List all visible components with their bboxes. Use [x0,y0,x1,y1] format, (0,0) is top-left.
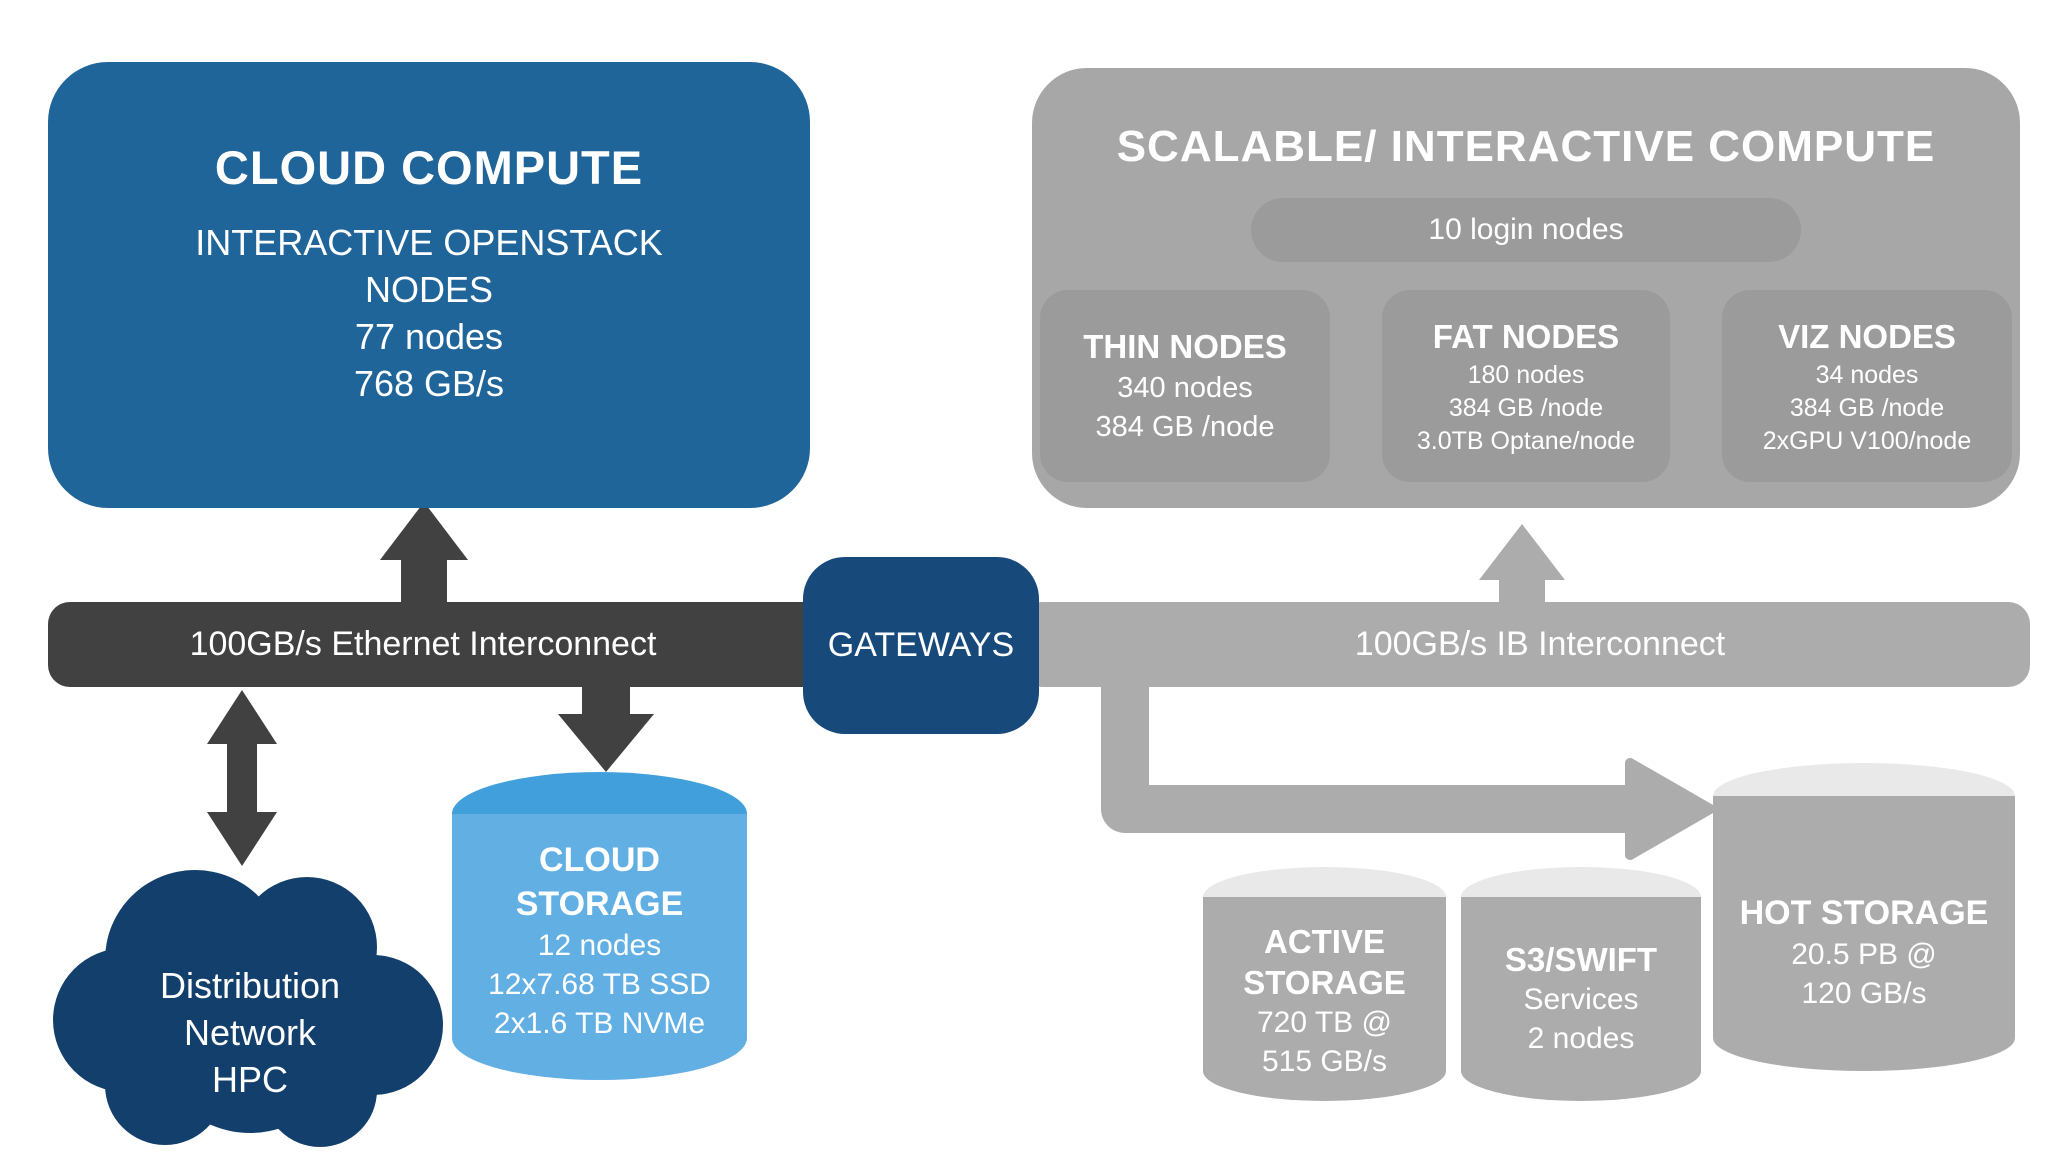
cloud-storage-text: CLOUD STORAGE 12 nodes 12x7.68 TB SSD 2x… [452,838,747,1043]
login-nodes-pill: 10 login nodes [1251,198,1801,262]
s3-swift-title: S3/SWIFT [1504,941,1658,978]
hot-storage-text: HOT STORAGE 20.5 PB @ 120 GB/s [1713,891,2015,1013]
arrow-down-cloud-storage [558,686,654,772]
thin-nodes-count: 340 nodes [1117,372,1253,404]
active-storage-title-2: STORAGE [1243,964,1406,1001]
s3-swift-services: Services [1523,983,1639,1016]
active-storage-bandwidth: 515 GB/s [1261,1045,1388,1078]
viz-nodes-gpu: 2xGPU V100/node [1762,426,1972,455]
fat-nodes-count: 180 nodes [1467,360,1585,389]
cloud-storage-title-1: CLOUD [539,841,660,879]
s3-swift-nodes: 2 nodes [1527,1022,1635,1055]
thin-nodes-details: 340 nodes 384 GB /node [1060,369,1310,447]
fat-nodes-title: FAT NODES [1432,317,1620,355]
viz-nodes-details: 34 nodes 384 GB /node 2xGPU V100/node [1742,359,1992,458]
hot-storage-title: HOT STORAGE [1739,894,1989,932]
cloud-storage-nvme: 2x1.6 TB NVMe [493,1007,706,1040]
fat-nodes-optane: 3.0TB Optane/node [1416,426,1636,455]
arrow-up-cloud-compute [380,502,468,604]
scalable-compute-box: SCALABLE/ INTERACTIVE COMPUTE 10 login n… [1032,68,2020,508]
hpc-cloud-line-1: Distribution [159,965,341,1006]
hpc-cloud-label: Distribution Network HPC [95,962,405,1103]
active-storage-title-1: ACTIVE [1263,923,1385,960]
scalable-compute-title: SCALABLE/ INTERACTIVE COMPUTE [1116,122,1936,171]
cloud-compute-title: CLOUD COMPUTE [214,141,644,194]
active-storage-cylinder-body [1203,897,1446,1101]
ib-interconnect-bar: 100GB/s IB Interconnect [1020,602,2030,687]
active-storage-text: ACTIVE STORAGE 720 TB @ 515 GB/s [1203,921,1446,1081]
viz-nodes-box: VIZ NODES 34 nodes 384 GB /node 2xGPU V1… [1722,290,2012,482]
s3-swift-cylinder-body [1461,897,1701,1101]
active-storage-capacity: 720 TB @ [1257,1006,1392,1039]
cloud-compute-bandwidth: 768 GB/s [353,363,505,404]
ethernet-interconnect-bar: 100GB/s Ethernet Interconnect [48,602,838,687]
arrow-up-scalable-compute [1479,524,1565,604]
cloud-storage-ssd: 12x7.68 TB SSD [488,968,711,1001]
cloud-compute-details: INTERACTIVE OPENSTACK NODES 77 nodes 768… [139,219,719,407]
fat-nodes-memory: 384 GB /node [1448,393,1604,422]
node-groups-row: THIN NODES 340 nodes 384 GB /node FAT NO… [1032,290,2020,482]
viz-nodes-count: 34 nodes [1815,360,1919,389]
active-storage-cylinder: ACTIVE STORAGE 720 TB @ 515 GB/s [1203,867,1446,1101]
thin-nodes-box: THIN NODES 340 nodes 384 GB /node [1040,290,1330,482]
cloud-compute-box: CLOUD COMPUTE INTERACTIVE OPENSTACK NODE… [48,62,810,508]
viz-nodes-memory: 384 GB /node [1789,393,1945,422]
hpc-cloud-line-3: HPC [211,1059,288,1100]
cloud-storage-cylinder-body [452,814,747,1080]
cloud-compute-subtitle: INTERACTIVE OPENSTACK NODES [195,222,663,310]
fat-nodes-box: FAT NODES 180 nodes 384 GB /node 3.0TB O… [1382,290,1670,482]
arrow-double-hpc-network [207,690,277,866]
arrow-elbow-hot-storage-line [1101,687,1630,833]
hot-storage-cylinder-body [1713,796,2015,1071]
fat-nodes-details: 180 nodes 384 GB /node 3.0TB Optane/node [1402,359,1650,458]
cloud-compute-node-count: 77 nodes [354,316,504,357]
s3-swift-text: S3/SWIFT Services 2 nodes [1461,939,1701,1058]
arrow-elbow-hot-storage-head [1625,758,1715,860]
thin-nodes-title: THIN NODES [1083,328,1287,365]
cloud-storage-cylinder: CLOUD STORAGE 12 nodes 12x7.68 TB SSD 2x… [452,772,747,1080]
hot-storage-cylinder: HOT STORAGE 20.5 PB @ 120 GB/s [1713,763,2015,1071]
thin-nodes-memory: 384 GB /node [1095,411,1275,443]
s3-swift-cylinder: S3/SWIFT Services 2 nodes [1461,867,1701,1101]
hpc-cloud-line-2: Network [183,1012,317,1053]
viz-nodes-title: VIZ NODES [1778,317,1956,355]
hpc-cloud-shape [53,870,443,1147]
hot-storage-bandwidth: 120 GB/s [1801,977,1927,1010]
hot-storage-capacity: 20.5 PB @ [1791,938,1937,971]
cloud-storage-title-2: STORAGE [515,885,684,923]
cloud-storage-nodes: 12 nodes [537,929,662,962]
gateways-box: GATEWAYS [803,557,1039,734]
